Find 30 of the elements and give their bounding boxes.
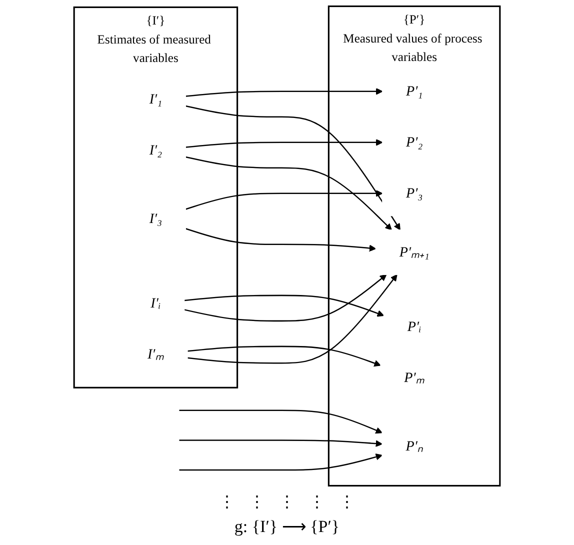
ellipsis-dots: ⋮ bbox=[279, 493, 295, 512]
ellipsis-dots: ⋮ bbox=[249, 493, 265, 512]
ellipsis-dots: ⋮ bbox=[309, 493, 325, 512]
ellipsis-dots: ⋮ bbox=[219, 493, 235, 512]
arrow bbox=[186, 88, 383, 97]
node-text: P′₁ bbox=[406, 83, 423, 99]
node-text: P′ᵢ bbox=[407, 318, 422, 334]
arrow bbox=[187, 346, 381, 367]
arrow bbox=[179, 440, 382, 447]
mapping-caption: g: {I′} ⟶ {P′} bbox=[234, 516, 340, 537]
node-text: P′ₙ bbox=[406, 438, 423, 454]
node-text: P′₂ bbox=[406, 134, 423, 150]
arrow bbox=[185, 190, 383, 210]
arrow bbox=[185, 228, 376, 252]
arrow bbox=[184, 274, 387, 322]
ellipsis-dots: ⋮ bbox=[339, 493, 355, 512]
node-text: P′ₘ bbox=[404, 370, 424, 386]
arrow bbox=[185, 156, 392, 230]
node-text: I′ᵢ bbox=[150, 295, 161, 311]
arrow bbox=[186, 138, 383, 148]
arrow bbox=[187, 274, 398, 364]
node-text: I′₂ bbox=[149, 142, 162, 158]
node-text: I′₁ bbox=[149, 91, 162, 107]
arrow bbox=[185, 105, 400, 230]
node-text: P′ₘ₊₁ bbox=[399, 244, 430, 260]
arrow bbox=[179, 410, 382, 434]
node-text: I′ₘ bbox=[147, 346, 164, 362]
node-text: I′₃ bbox=[149, 210, 162, 226]
arrow bbox=[184, 294, 384, 317]
arrow bbox=[179, 454, 382, 471]
